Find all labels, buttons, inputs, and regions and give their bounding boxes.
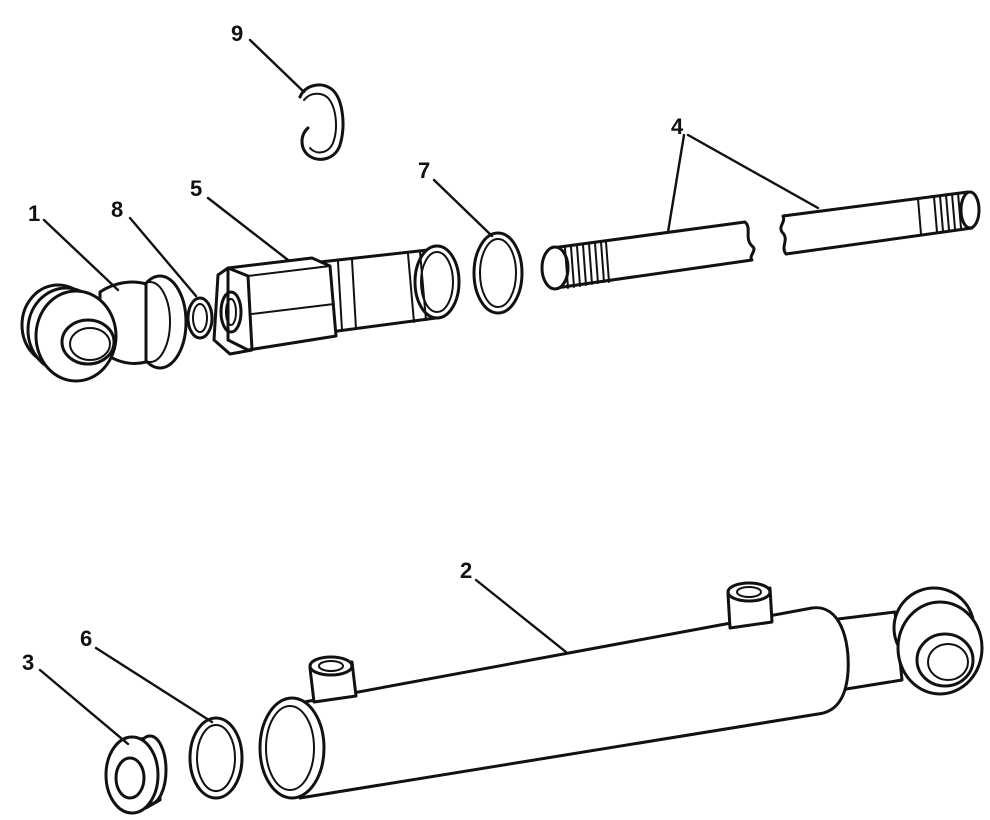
part-1-rod-end-eye (20, 274, 188, 383)
part-7-o-ring (472, 231, 524, 315)
part-4-piston-rod (540, 190, 981, 291)
leader-4a (666, 133, 686, 234)
callout-8: 8 (111, 197, 123, 222)
leader-1 (42, 218, 120, 292)
part-9-retaining-ring (298, 83, 345, 161)
leader-lines (38, 38, 820, 746)
callout-4: 4 (671, 114, 684, 139)
leader-4b (686, 133, 820, 210)
part-2-cylinder-barrel (258, 581, 984, 800)
leader-7 (432, 178, 494, 238)
callout-2: 2 (460, 558, 472, 583)
leader-5 (206, 196, 290, 262)
callout-3: 3 (22, 650, 34, 675)
leader-2 (474, 578, 568, 654)
callout-labels: 9 1 8 5 7 4 2 3 6 (22, 21, 684, 675)
part-8-small-o-ring (186, 296, 214, 340)
callout-1: 1 (28, 201, 40, 226)
callout-5: 5 (190, 176, 202, 201)
part-3-gland (104, 734, 168, 815)
leader-6 (94, 646, 214, 724)
leader-9 (248, 38, 306, 94)
callout-9: 9 (231, 21, 243, 46)
part-5-piston-nut (212, 244, 461, 356)
callout-7: 7 (418, 158, 430, 183)
callout-6: 6 (80, 626, 92, 651)
leader-3 (38, 668, 130, 746)
leader-8 (128, 216, 198, 298)
part-6-o-ring (188, 716, 244, 800)
